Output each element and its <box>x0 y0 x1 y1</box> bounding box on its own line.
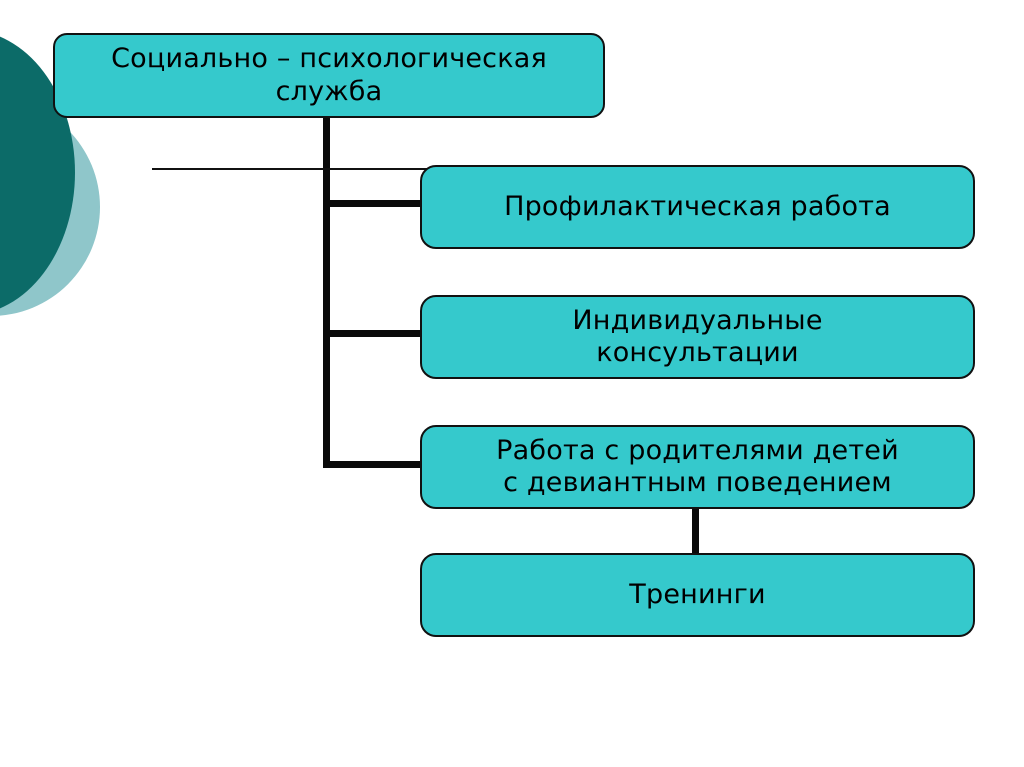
node-prophylactic-work[interactable]: Профилактическая работа <box>420 165 975 249</box>
connector-branch-parents <box>323 461 427 468</box>
node-parents-label: Работа с родителями детей с девиантным п… <box>496 434 899 498</box>
node-root-label: Социально – психологическая служба <box>111 43 547 107</box>
connector-parents-to-trainings <box>692 506 699 555</box>
node-consultations-label: Индивидуальные консультации <box>572 304 823 368</box>
node-trainings[interactable]: Тренинги <box>420 553 975 637</box>
node-social-psychological-service[interactable]: Социально – психологическая служба <box>53 33 605 118</box>
connector-branch-prophylactic <box>323 200 427 207</box>
light-teal-circle <box>0 98 100 316</box>
connector-branch-consultations <box>323 330 427 337</box>
node-prophylactic-label: Профилактическая работа <box>504 190 891 222</box>
connector-root-to-trunk <box>323 117 330 203</box>
node-individual-consultations[interactable]: Индивидуальные консультации <box>420 295 975 379</box>
node-work-with-parents[interactable]: Работа с родителями детей с девиантным п… <box>420 425 975 509</box>
connector-hairline-rule <box>152 168 427 170</box>
node-trainings-label: Тренинги <box>629 578 766 610</box>
